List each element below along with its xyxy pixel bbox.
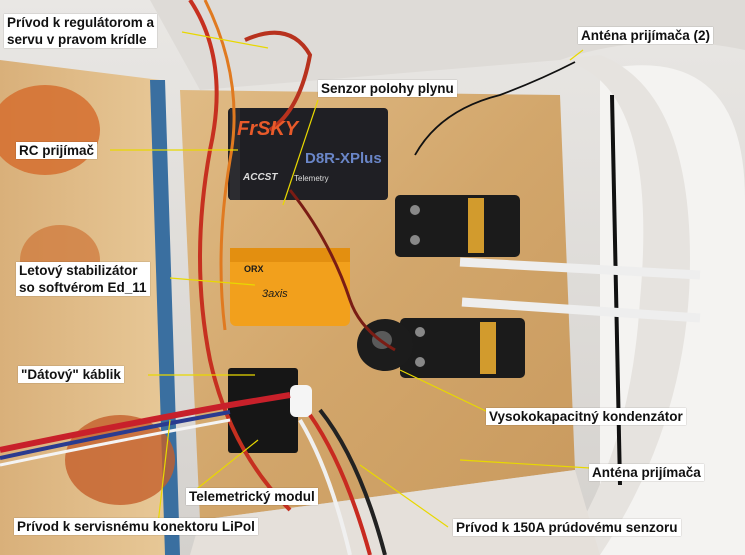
telemetry-module bbox=[228, 368, 312, 453]
wire-brown bbox=[288, 189, 396, 352]
label-stabilizer: Letový stabilizátor so softvérom Ed_11 bbox=[16, 262, 150, 296]
receiver-accst: ACCST bbox=[243, 172, 278, 183]
annotation-lines bbox=[110, 31, 591, 528]
pushrod-lower bbox=[461, 297, 701, 323]
inner-shell bbox=[560, 55, 690, 555]
label-throttle-sensor: Senzor polohy plynu bbox=[318, 80, 457, 97]
antenna-wire bbox=[414, 61, 576, 156]
rc-receiver bbox=[228, 108, 388, 200]
label-antenna: Anténa prijímača bbox=[589, 464, 704, 481]
flight-stabilizer bbox=[230, 248, 350, 326]
label-antenna-2: Anténa prijímača (2) bbox=[578, 27, 714, 44]
servo-upper bbox=[395, 195, 520, 257]
receiver-telemetry: Telemetry bbox=[294, 174, 329, 183]
receiver-model: D8R-XPlus bbox=[305, 150, 382, 167]
receiver-brand: FrSKY bbox=[237, 118, 299, 140]
wire-red bbox=[188, 0, 292, 512]
wire-lipol-blue bbox=[0, 410, 231, 460]
upper-rim bbox=[150, 0, 745, 90]
label-data-cable: "Dátový" káblik bbox=[18, 366, 124, 383]
wire-sensor-white bbox=[298, 418, 352, 555]
wire-sensor-black bbox=[318, 408, 387, 555]
wire-orange bbox=[203, 0, 236, 331]
label-telemetry: Telemetrický modul bbox=[186, 488, 318, 505]
label-servo-lead: Prívod k regulátorom a servu v pravom kr… bbox=[4, 14, 158, 48]
label-capacitor: Vysokokapacitný kondenzátor bbox=[486, 408, 686, 425]
label-lipol-lead: Prívod k servisnému konektoru LiPol bbox=[14, 518, 258, 535]
wire-red bbox=[244, 30, 313, 132]
wire-sensor-red bbox=[308, 413, 372, 555]
label-rc-receiver: RC prijímač bbox=[16, 142, 98, 159]
wire-lipol-white bbox=[0, 418, 231, 467]
pushrod-upper bbox=[459, 257, 701, 280]
label-current-sensor-lead: Prívod k 150A prúdovému senzoru bbox=[453, 519, 681, 536]
stabilizer-axis: 3axis bbox=[262, 288, 288, 300]
wire-lipol-red bbox=[0, 392, 291, 453]
left-wall-blue-edge bbox=[150, 80, 180, 555]
stabilizer-brand: ORX bbox=[244, 264, 264, 274]
servo-lower bbox=[400, 318, 525, 378]
